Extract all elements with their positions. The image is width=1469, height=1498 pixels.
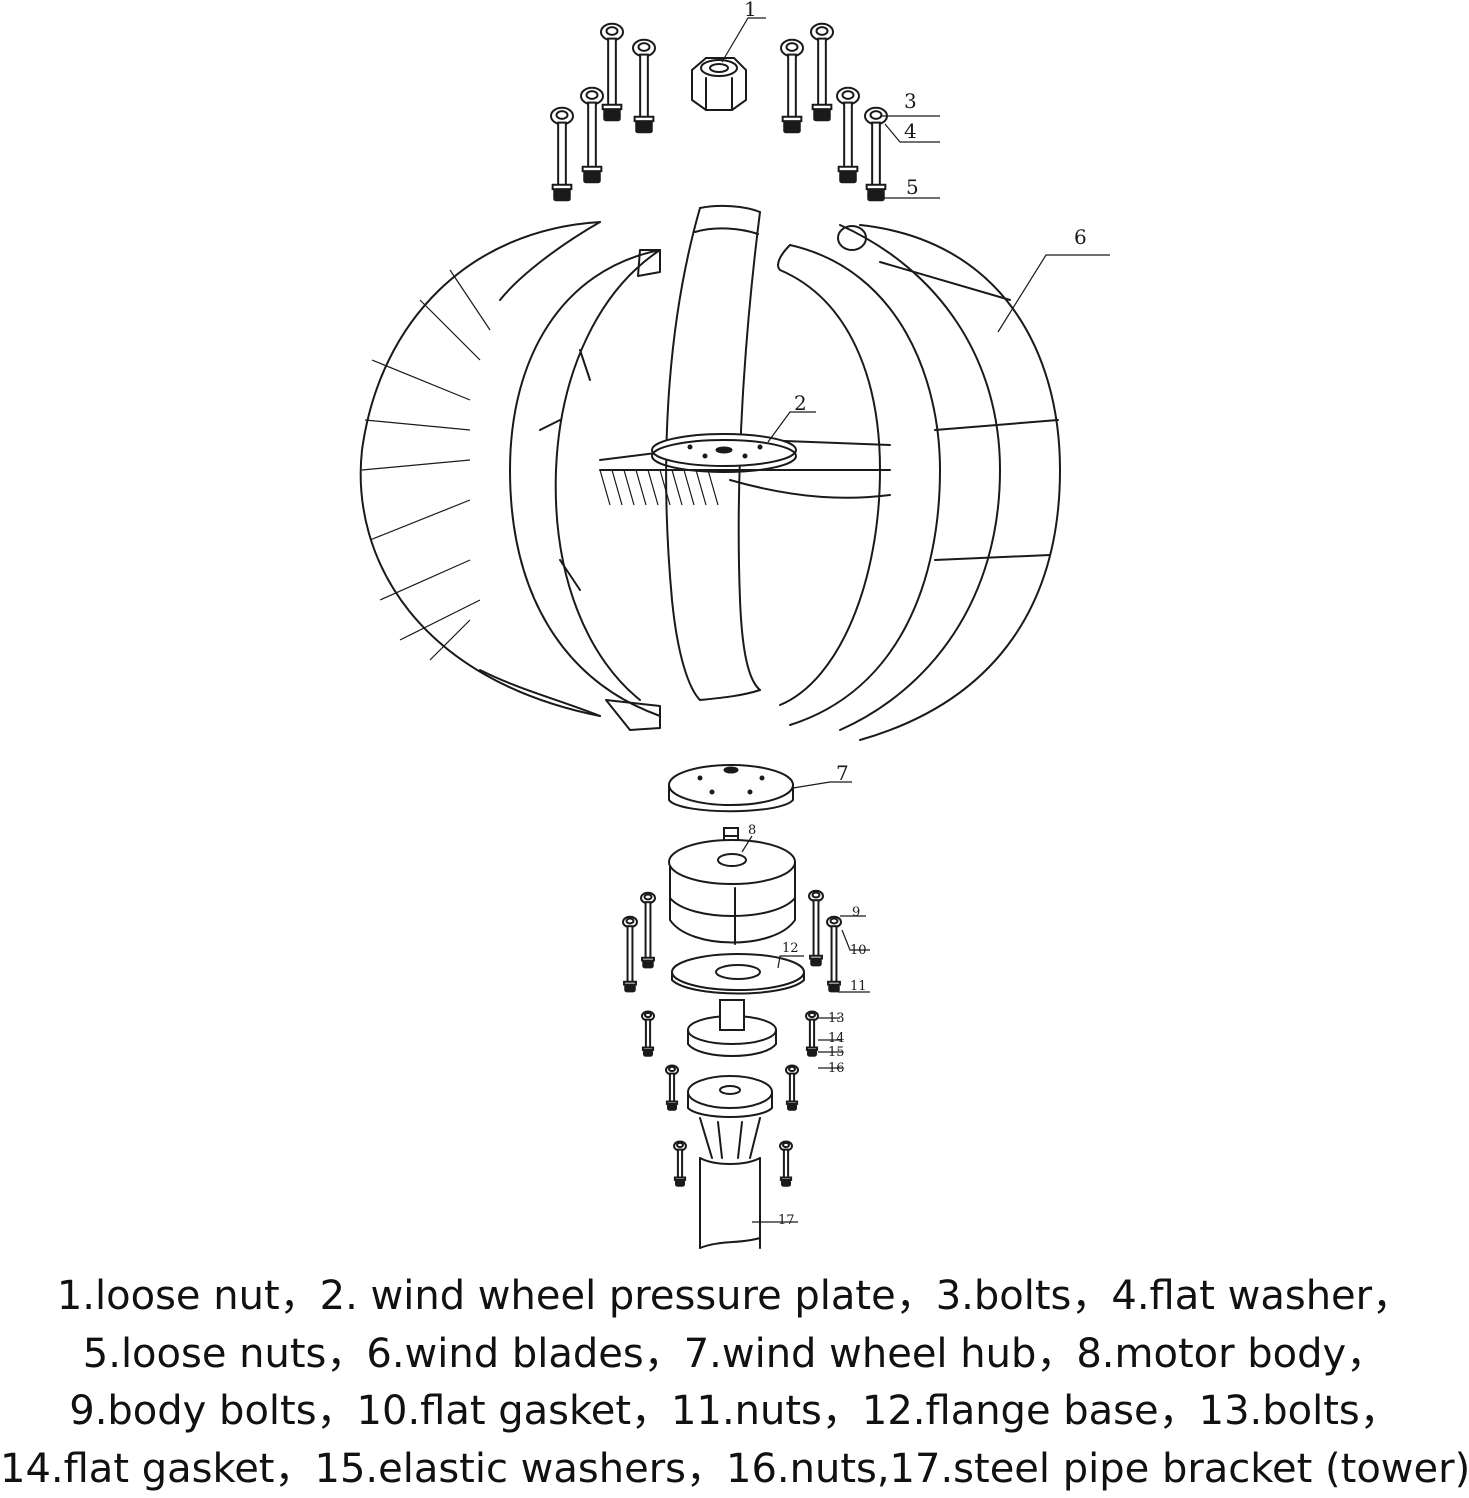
hub-hatch: [612, 470, 622, 505]
callout-17: 17: [778, 1213, 795, 1228]
flange-base-part: [672, 954, 804, 994]
blade-rib: [365, 420, 470, 430]
callout-9: 9: [852, 905, 860, 920]
callout-13: 13: [828, 1011, 845, 1026]
callout-7: 7: [836, 761, 849, 785]
wind-wheel-pressure-plate-part: [652, 434, 796, 472]
callout-labels: 1 2 3 4 5 6 7 8 9 10 11 12 13 14 15 16 1…: [744, 0, 1087, 1228]
bolt-icon: [781, 40, 803, 133]
bolt-icon: [811, 24, 833, 121]
bolt-icon: [837, 88, 859, 183]
bolt-icon: [865, 108, 887, 201]
hub-hatch: [684, 470, 694, 505]
bolt-icon: [581, 88, 603, 183]
parts-legend: 1.loose nut，2. wind wheel pressure plate…: [0, 1268, 1469, 1495]
bolt-icon: [551, 108, 573, 201]
bolt-icon: [623, 917, 637, 992]
callout-8: 8: [748, 823, 756, 838]
callout-12: 12: [782, 941, 799, 956]
legend-line-4: 14.flat gasket，15.elastic washers，16.nut…: [0, 1441, 1469, 1498]
motor-body-part: [669, 828, 795, 944]
hub-hatch: [660, 470, 670, 505]
bolt-icon: [633, 40, 655, 133]
top-bolts-right: [781, 24, 887, 201]
bolt-icon: [642, 1012, 654, 1057]
bolt-icon: [780, 1142, 792, 1187]
callout-1: 1: [744, 0, 757, 21]
bolt-icon: [666, 1066, 678, 1111]
hub-hatch: [696, 470, 706, 505]
hub-hatch: [600, 470, 610, 505]
wind-blades-part: [361, 206, 1060, 740]
hub-hatch: [708, 470, 718, 505]
blade-rib: [362, 460, 470, 470]
callout-5: 5: [906, 175, 919, 199]
top-bolts-left: [551, 24, 655, 201]
callout-14: 14: [828, 1031, 845, 1046]
bolt-icon: [674, 1142, 686, 1187]
callout-4: 4: [904, 119, 917, 143]
legend-line-3: 9.body bolts，10.flat gasket，11.nuts，12.f…: [0, 1383, 1469, 1441]
blade-rib: [400, 600, 480, 640]
bolt-icon: [601, 24, 623, 121]
wind-wheel-hub-part: [669, 765, 793, 811]
hub-hatch: [672, 470, 682, 505]
legend-line-1: 1.loose nut，2. wind wheel pressure plate…: [0, 1268, 1469, 1326]
blade-rib: [450, 270, 490, 330]
blade-rib: [380, 560, 470, 600]
hub-hatch: [636, 470, 646, 505]
bolt-icon: [806, 1012, 818, 1057]
flange-coupling-part: [688, 1000, 776, 1056]
bolt-icon: [827, 917, 841, 992]
callout-15: 15: [828, 1045, 845, 1060]
bolt-icon: [641, 893, 655, 968]
callout-16: 16: [828, 1061, 845, 1076]
callout-2: 2: [794, 391, 807, 415]
wind-turbine-exploded-diagram: 1 2 3 4 5 6 7 8 9 10 11 12 13 14 15 16 1…: [0, 0, 1469, 1265]
callout-3: 3: [904, 89, 917, 113]
hub-hatch: [648, 470, 658, 505]
blade-rib: [420, 300, 480, 360]
bolt-icon: [786, 1066, 798, 1111]
callout-10: 10: [850, 943, 867, 958]
loose-nut-part: [692, 58, 746, 110]
blade-rib: [372, 360, 470, 400]
hub-hatch: [624, 470, 634, 505]
legend-line-2: 5.loose nuts，6.wind blades，7.wind wheel …: [0, 1326, 1469, 1384]
blade-rib: [370, 500, 470, 540]
bolt-icon: [809, 891, 823, 966]
callout-11: 11: [850, 979, 867, 994]
callout-6: 6: [1074, 225, 1087, 249]
